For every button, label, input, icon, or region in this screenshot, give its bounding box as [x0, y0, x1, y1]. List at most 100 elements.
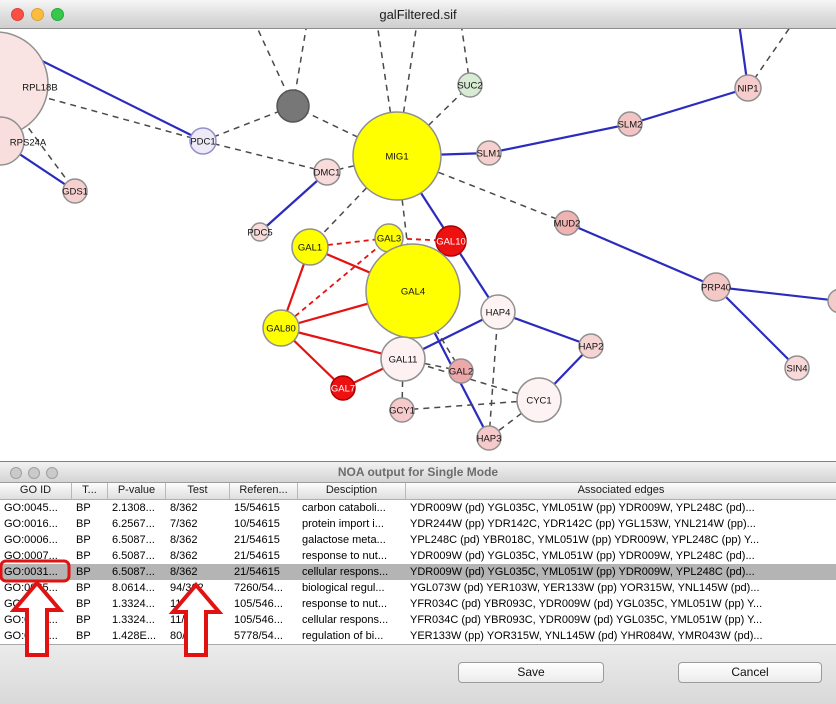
noa-window-titlebar[interactable]: NOA output for Single Mode — [0, 461, 836, 483]
node-gcy1[interactable] — [389, 397, 415, 423]
node-rpl18b[interactable] — [0, 31, 49, 137]
table-cell: 94/362 — [170, 582, 204, 594]
table-cell: response to nut... — [302, 550, 387, 562]
table-cell: GO:0045... — [4, 502, 58, 514]
node-gal1[interactable] — [291, 228, 329, 266]
network-edge[interactable] — [401, 358, 404, 411]
table-cell: biological regul... — [302, 582, 385, 594]
node-rps24a[interactable] — [0, 116, 25, 166]
network-edge[interactable] — [402, 358, 540, 401]
network-edge[interactable] — [280, 237, 390, 329]
table-cell: GO:0007... — [4, 550, 58, 562]
node-label: GAL1 — [298, 243, 322, 254]
column-header-associated-edges[interactable]: Associated edges — [577, 484, 665, 496]
node-mig1[interactable] — [352, 111, 442, 201]
node-gal11[interactable] — [380, 336, 426, 382]
node-gal7[interactable] — [330, 375, 356, 401]
network-edge[interactable] — [629, 86, 749, 126]
zoom-button[interactable] — [51, 8, 64, 21]
minimize-button[interactable] — [28, 467, 40, 479]
node-sin4[interactable] — [784, 355, 810, 381]
column-header-p-value[interactable]: P-value — [108, 483, 166, 499]
table-cell: GO:0050... — [4, 630, 58, 642]
network-edge[interactable] — [715, 286, 798, 369]
node-label: HAP2 — [579, 342, 604, 353]
network-edge[interactable] — [202, 140, 328, 173]
table-cell: GO:0007... — [4, 598, 58, 610]
table-cell: BP — [76, 534, 91, 546]
node-gal4[interactable] — [365, 243, 461, 339]
network-edge[interactable] — [488, 122, 631, 155]
node-slm2[interactable] — [617, 111, 643, 137]
close-button[interactable] — [10, 467, 22, 479]
node-gal80[interactable] — [262, 309, 300, 347]
node-gal10[interactable] — [435, 225, 467, 257]
table-cell: 8/362 — [170, 550, 198, 562]
node-hap3[interactable] — [476, 425, 502, 451]
table-cell: 21/54615 — [234, 550, 280, 562]
node-suc2[interactable] — [457, 72, 483, 98]
node-dmc1[interactable] — [313, 158, 341, 186]
table-cell: 8.0614... — [112, 582, 155, 594]
save-button[interactable]: Save — [458, 662, 604, 683]
table-cell: BP — [76, 502, 91, 514]
node-cyc1[interactable] — [516, 377, 562, 423]
column-header-t[interactable]: T... — [72, 483, 108, 499]
node-prp40[interactable] — [701, 272, 731, 302]
node-edge_r[interactable] — [827, 288, 836, 314]
column-header-test[interactable]: Test — [166, 483, 230, 499]
graph-window-titlebar[interactable]: galFiltered.sif — [0, 0, 836, 29]
table-cell: 6.5087... — [112, 550, 155, 562]
column-header-go-id[interactable]: GO ID — [0, 483, 72, 499]
column-header-referen[interactable]: Referen... — [230, 483, 298, 499]
node-label: HAP4 — [486, 308, 511, 319]
table-cell: BP — [76, 614, 91, 626]
node-label: HAP3 — [477, 434, 502, 445]
table-cell: YDR009W (pd) YGL035C, YML051W (pp) YDR00… — [410, 550, 755, 562]
zoom-button[interactable] — [46, 467, 58, 479]
node-slm1[interactable] — [476, 140, 502, 166]
column-header-desciption[interactable]: Desciption — [298, 483, 406, 499]
network-edge[interactable] — [566, 221, 717, 289]
node-gray[interactable] — [276, 89, 310, 123]
node-hap4[interactable] — [480, 294, 516, 330]
node-label: GAL3 — [377, 234, 401, 245]
network-edge[interactable] — [309, 155, 398, 248]
node-pdc1[interactable] — [189, 127, 217, 155]
minimize-button[interactable] — [31, 8, 44, 21]
network-edge[interactable] — [401, 399, 540, 411]
node-mud2[interactable] — [554, 210, 580, 236]
network-edge[interactable] — [396, 155, 568, 224]
network-edge[interactable] — [715, 285, 836, 302]
node-gal2[interactable] — [448, 358, 474, 384]
node-nip1[interactable] — [734, 74, 762, 102]
table-cell: 1.3324... — [112, 614, 155, 626]
network-edge[interactable] — [259, 171, 328, 233]
network-svg[interactable]: RPL18BRPS24AGDS1PDC1DMC1MIG1SUC2SLM1SLM2… — [0, 22, 836, 461]
node-gds1[interactable] — [62, 178, 88, 204]
node-label: GCY1 — [389, 406, 415, 417]
network-edge[interactable] — [292, 105, 398, 157]
table-cell: 7/362 — [170, 518, 198, 530]
close-button[interactable] — [11, 8, 24, 21]
table-cell: YGL073W (pd) YER103W, YER133W (pp) YOR31… — [410, 582, 760, 594]
cancel-button[interactable]: Cancel — [678, 662, 822, 683]
table-cell: 11/362 — [170, 598, 203, 610]
table-cell: protein import i... — [302, 518, 384, 530]
node-label: SLM1 — [477, 149, 502, 160]
network-edge[interactable] — [488, 311, 499, 439]
node-hap2[interactable] — [578, 333, 604, 359]
node-pdc5[interactable] — [250, 222, 270, 242]
